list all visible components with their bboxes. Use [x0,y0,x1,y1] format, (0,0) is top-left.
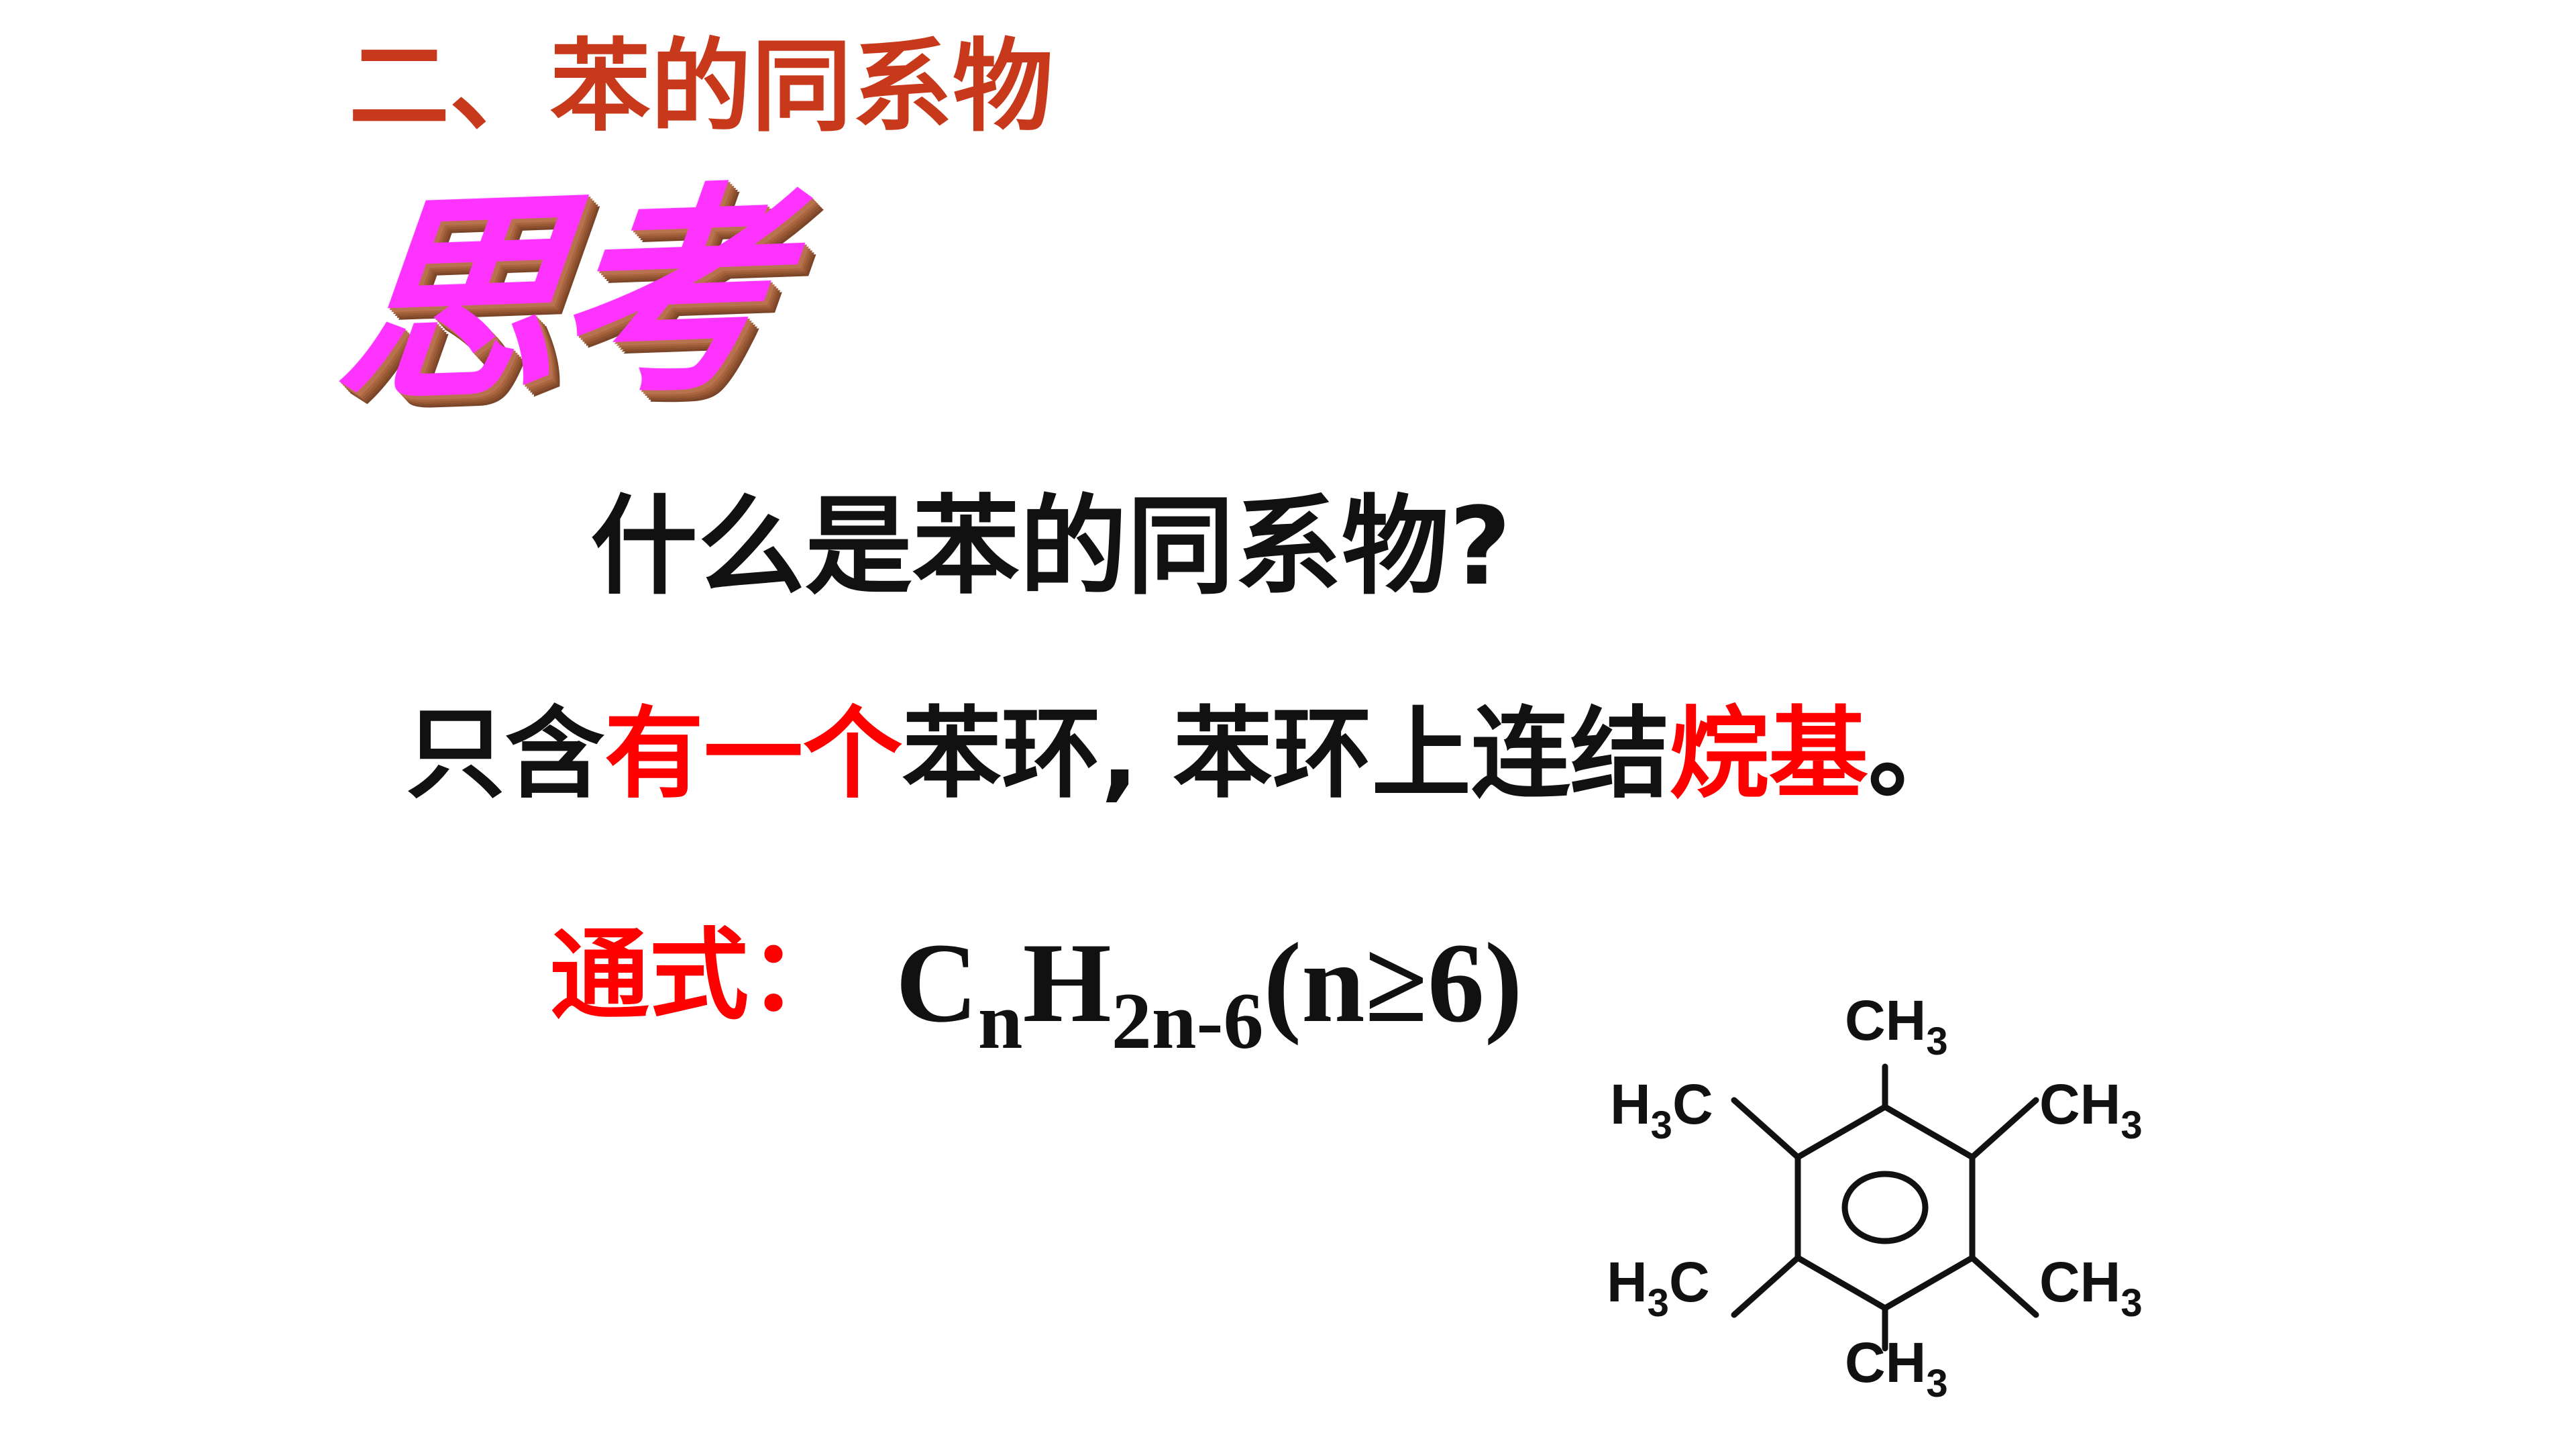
methyl-bottom-right: CH3 [2039,1250,2143,1325]
question-text: 什么是苯的同系物? [590,484,1511,609]
bond-bottom-right [1969,1254,2039,1318]
definition-part-3: 苯环, 苯环上连结 [902,696,1670,812]
bond-top-left [1731,1097,1801,1161]
bond-top-right [1969,1097,2039,1161]
definition-part-1: 只含 [406,696,604,812]
hexamethylbenzene-structure: CH3 CH3 CH3 CH3 H3C H3C [1607,989,2143,1405]
bond-bottom-left [1731,1254,1801,1318]
definition-period: 。 [1868,696,1968,812]
aromatic-circle [1841,1171,1929,1244]
definition-emphasis-alkyl: 烷基 [1669,696,1868,812]
benzene-hexagon [1794,1103,1976,1312]
formula-carbon-subscript: n [977,976,1023,1065]
benzene-ring [1731,1063,2039,1352]
formula-carbon: C [896,920,978,1046]
formula-condition: (n≥6) [1263,920,1523,1046]
general-formula: CnH2n-6(n≥6) [896,926,1523,1061]
definition-emphasis-one-ring: 有一个 [604,696,902,812]
section-title: 二、苯的同系物 [349,29,1054,146]
methyl-top-right: CH3 [2039,1073,2143,1147]
methyl-bottom: CH3 [1845,1331,1948,1405]
definition-text: 只含有一个苯环, 苯环上连结烷基。 [406,704,1968,804]
methyl-bottom-left: H3C [1607,1250,1710,1325]
methyl-top-left: H3C [1610,1073,1713,1147]
general-formula-label: 通式： [550,918,848,1033]
think-wordart: 思考 [327,162,786,435]
formula-hydrogen-subscript: 2n-6 [1111,976,1264,1065]
formula-hydrogen: H [1022,920,1112,1046]
methyl-top: CH3 [1845,989,1948,1063]
